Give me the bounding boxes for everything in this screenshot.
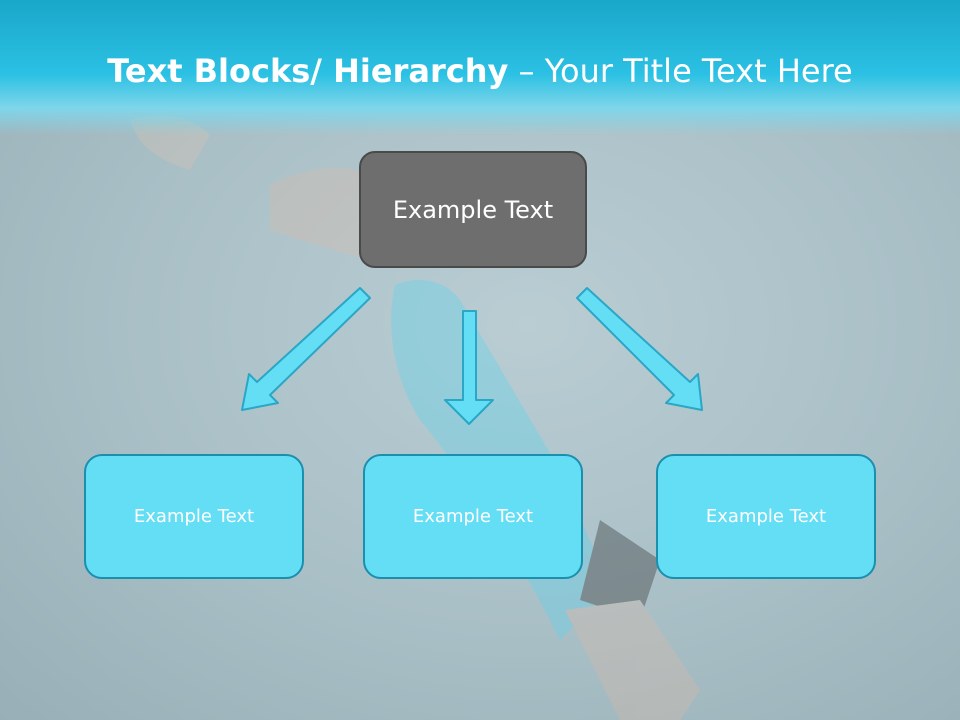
child-node-label: Example Text — [133, 506, 255, 527]
child-node-box-center: Example Text — [363, 454, 583, 579]
top-node-label: Example Text — [392, 195, 554, 224]
title-regular: Your Title Text Here — [544, 52, 853, 90]
child-node-box-right: Example Text — [656, 454, 876, 579]
arrow-right — [576, 287, 703, 411]
child-node-box-left: Example Text — [84, 454, 304, 579]
child-node-label: Example Text — [412, 506, 534, 527]
title-separator: – — [508, 52, 545, 90]
slide-title: Text Blocks/ Hierarchy – Your Title Text… — [0, 52, 960, 90]
header-band — [0, 0, 960, 135]
child-node-label: Example Text — [705, 506, 827, 527]
title-bold: Text Blocks/ Hierarchy — [107, 52, 509, 90]
top-node-box: Example Text — [359, 151, 587, 268]
arrow-center — [444, 310, 494, 425]
arrow-left — [241, 287, 371, 411]
